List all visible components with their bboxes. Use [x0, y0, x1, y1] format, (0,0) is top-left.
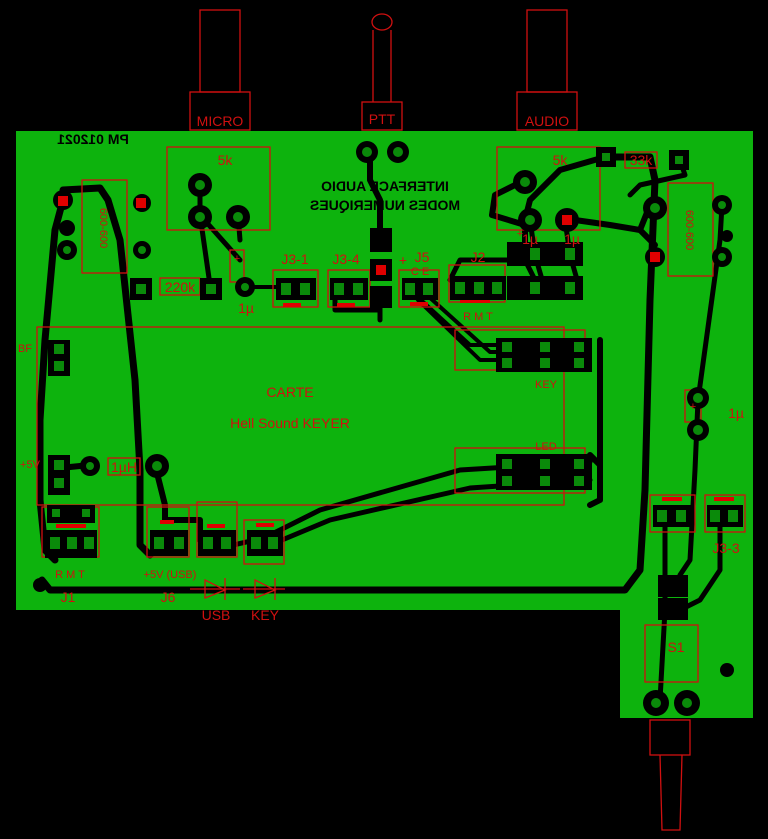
cap-plus-a: + — [234, 253, 240, 265]
s1-label: S1 — [667, 639, 684, 655]
led-label: LED — [535, 441, 556, 453]
audio-label: AUDIO — [525, 113, 569, 129]
j3-3-label: J3-3 — [712, 540, 739, 556]
title-line1: INTERFACE AUDIO — [321, 178, 449, 194]
transformer-right-label: 600-600 — [683, 210, 695, 250]
key-led-label: KEY — [251, 607, 280, 623]
title-line2: MODES NUMERIQUES — [310, 197, 460, 213]
transformer-left-label: 600-600 — [97, 208, 109, 248]
cap-1u-micro: 1µ — [238, 300, 254, 316]
j1-label: J1 — [61, 589, 76, 605]
j2-label: J2 — [471, 249, 486, 265]
cap-plus-b: + — [690, 401, 696, 413]
card-subtitle: Hell Sound KEYER — [230, 415, 350, 431]
j5-plus: + — [399, 252, 407, 268]
card-title: CARTE — [266, 384, 313, 400]
cap-1u-audio-a: 1µ — [522, 231, 538, 247]
j2-pins: R M T — [463, 311, 493, 323]
ptt-label: PTT — [369, 111, 396, 127]
j1-pins: R M T — [55, 569, 85, 581]
key-label: KEY — [535, 379, 558, 391]
code-label: PM 012021 — [57, 131, 129, 147]
j3-1-label: J3-1 — [281, 251, 308, 267]
inductor-label: 1µH — [111, 459, 137, 475]
plus5v-label: +5V — [20, 459, 41, 471]
r-33k-label: 33k — [630, 152, 654, 168]
j6-note: +5V (USB) — [144, 569, 197, 581]
micro-label: MICRO — [197, 113, 244, 129]
pot-audio-label: 5k — [553, 152, 569, 168]
j5-pins: C E — [411, 266, 429, 278]
usb-led-label: USB — [202, 607, 231, 623]
bf-label: BF — [18, 343, 32, 355]
cap-plus-c: + — [517, 228, 523, 240]
j3-4-label: J3-4 — [332, 251, 359, 267]
pot-micro-label: 5k — [218, 152, 234, 168]
cap-1u-audio-b: 1µ — [564, 231, 580, 247]
j5-label: J5 — [415, 249, 430, 265]
r-220k-label: 220k — [165, 279, 196, 295]
cap-1u-right: 1µ — [728, 405, 744, 421]
pads — [33, 141, 743, 716]
j6-label: J6 — [161, 589, 176, 605]
labels: PM 012021 INTERFACE AUDIO MODES NUMERIQU… — [18, 111, 744, 655]
